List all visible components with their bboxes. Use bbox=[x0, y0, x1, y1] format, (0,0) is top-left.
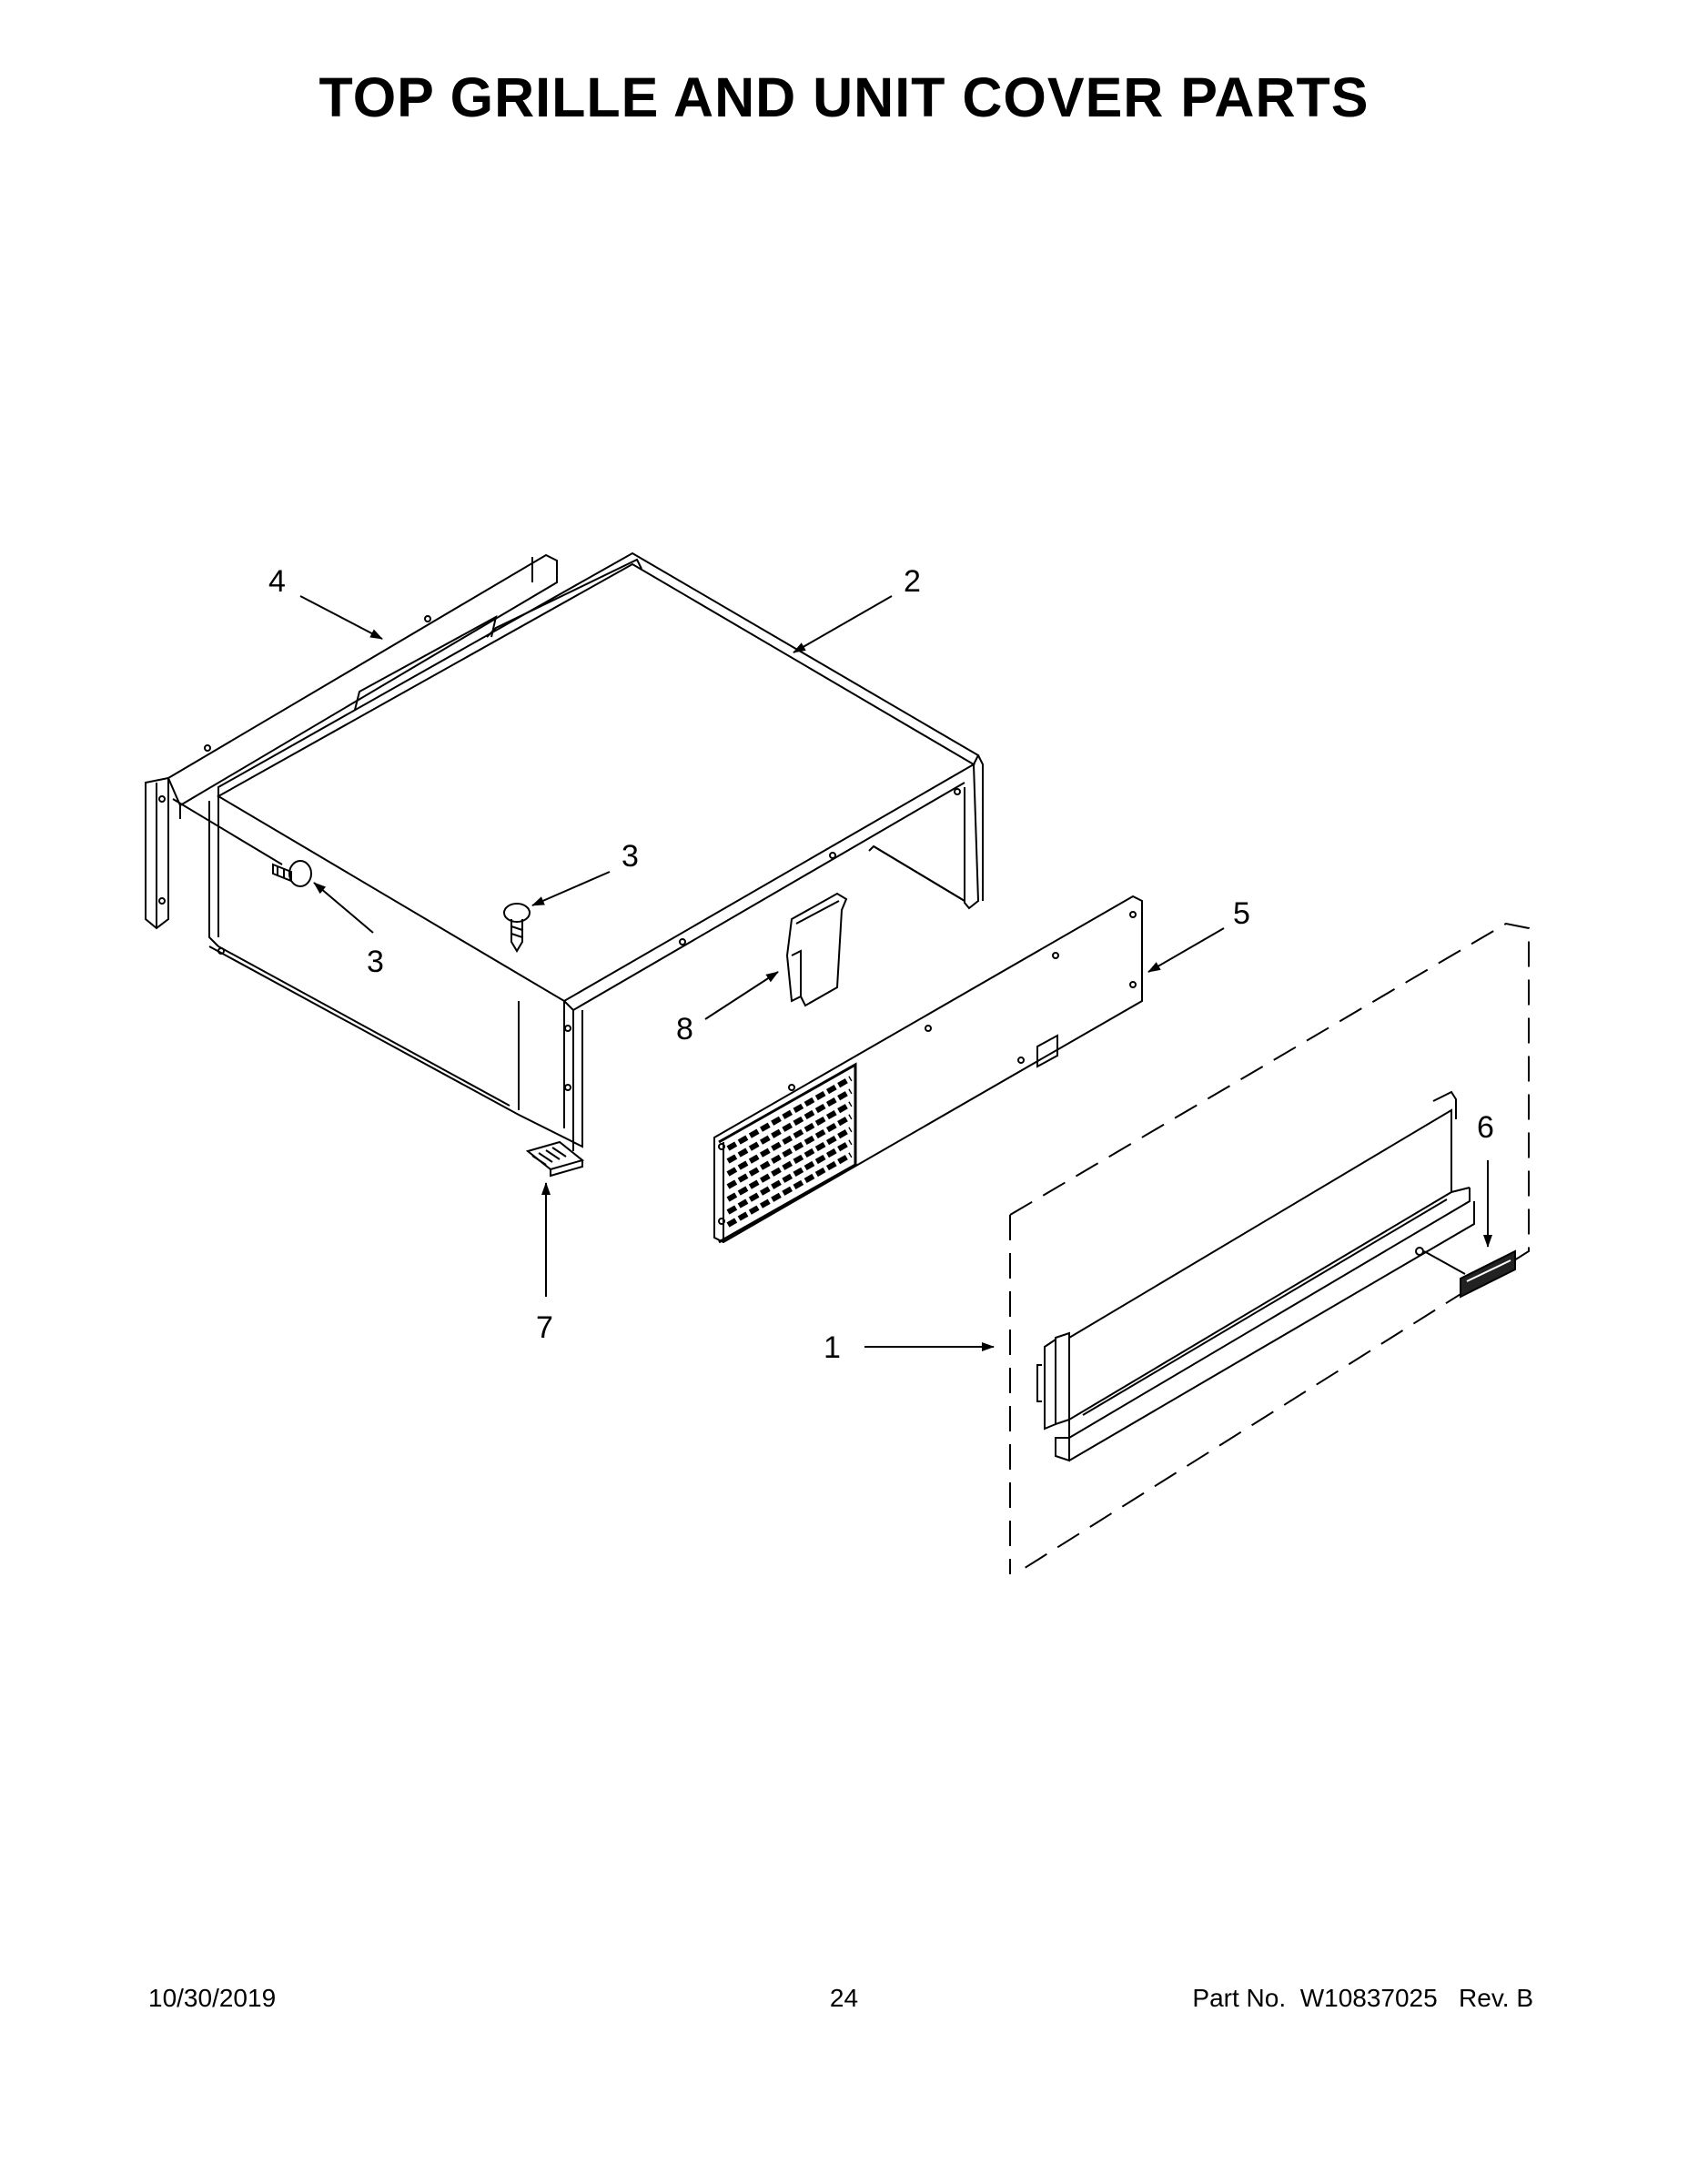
part-label: Part No. bbox=[1192, 1984, 1287, 2012]
callout-leaders bbox=[299, 595, 1492, 1351]
callout-3-right: 3 bbox=[622, 839, 639, 874]
grille-panel-part bbox=[713, 895, 1143, 1244]
page-title: TOP GRILLE AND UNIT COVER PARTS bbox=[318, 66, 1370, 128]
callout-6: 6 bbox=[1477, 1110, 1494, 1145]
small-bracket-part bbox=[785, 892, 848, 1007]
front-trim-part bbox=[1009, 922, 1530, 1575]
unit-cover-part bbox=[172, 551, 984, 1151]
callout-7: 7 bbox=[536, 1310, 553, 1345]
footer-part-number: Part No. W10837025 Rev. B bbox=[1192, 1984, 1533, 2013]
badge-part bbox=[1460, 1249, 1516, 1299]
rear-bracket-part bbox=[145, 553, 558, 930]
footer-date: 10/30/2019 bbox=[148, 1984, 277, 2012]
callout-5: 5 bbox=[1233, 896, 1250, 931]
vent-grille bbox=[718, 1062, 857, 1244]
callout-1: 1 bbox=[824, 1330, 841, 1365]
footer-page-number: 24 bbox=[829, 1984, 859, 2012]
revision: Rev. B bbox=[1459, 1984, 1533, 2012]
screw-part bbox=[272, 860, 531, 953]
part-number: W10837025 bbox=[1299, 1984, 1438, 2012]
callout-8: 8 bbox=[676, 1012, 693, 1046]
clip-part bbox=[525, 1140, 585, 1178]
callout-3-left: 3 bbox=[367, 945, 384, 979]
callout-2: 2 bbox=[904, 564, 921, 599]
callout-4: 4 bbox=[268, 564, 286, 599]
